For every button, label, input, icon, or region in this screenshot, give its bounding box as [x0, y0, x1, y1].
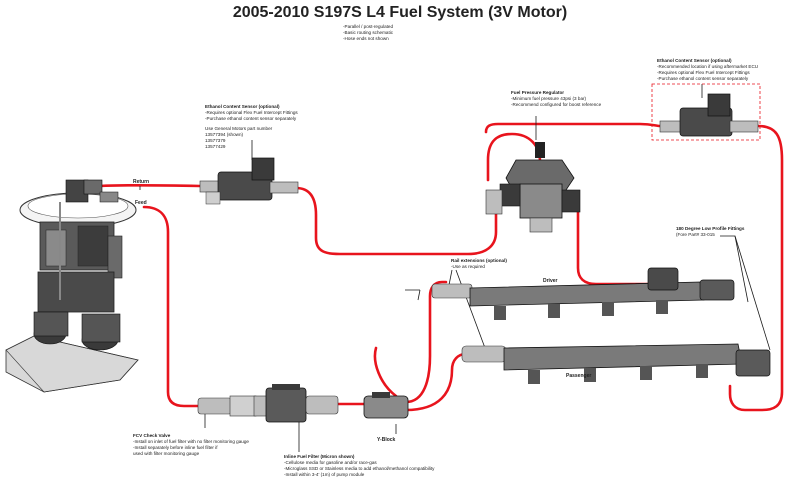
- label-feed: Feed: [135, 200, 147, 206]
- callout-ethanol-sensor-left: Ethanol Content Sensor (optional) -Requi…: [205, 104, 298, 149]
- callout-rail-extensions: Rail extensions (optional) -Use as requi…: [451, 258, 507, 269]
- callout-fuel-filter: Inline Fuel Filter (Micron shown) -Cellu…: [284, 454, 435, 477]
- return-line-to-sensor: [98, 183, 202, 188]
- callout-check-valve: FCV Check Valve -Install on inlet of fue…: [133, 433, 249, 456]
- yblock-to-passenger-rail: [404, 352, 468, 412]
- regulator-down-to-driver-rail: [576, 203, 650, 286]
- return-line-sensor-to-regulator: [294, 186, 498, 256]
- label-return: Return: [133, 179, 150, 185]
- y-block: [363, 392, 409, 419]
- callout-fittings: 180 Degree Low Profile Fittings (Fore Pa…: [676, 226, 745, 237]
- callout-ethanol-sensor-right: Ethanol Content Sensor (optional) -Recom…: [657, 58, 759, 81]
- label-passenger-rail: Passenger: [566, 373, 592, 379]
- fuel-pressure-regulator: [485, 142, 581, 233]
- optional-sensor-highlight: [651, 83, 761, 141]
- callout-regulator: Fuel Pressure Regulator -Minimum fuel pr…: [511, 90, 602, 107]
- feed-line-main: [142, 205, 202, 408]
- ethanol-sensor-right: [659, 93, 759, 137]
- driver-fuel-rail: [431, 267, 735, 320]
- y-return-loop: [373, 346, 398, 398]
- regulator-to-upper-sensor: [484, 122, 662, 134]
- label-driver-rail: Driver: [543, 278, 558, 284]
- diagram-title: 2005-2010 S197S L4 Fuel System (3V Motor…: [232, 4, 568, 21]
- fuel-pump-module: [5, 179, 139, 393]
- inline-fuel-filter: [253, 384, 339, 423]
- yblock-to-driver-rail: [404, 280, 448, 404]
- label-y-block: Y-Block: [377, 437, 396, 443]
- upper-sensor-to-rail-return: [728, 124, 784, 412]
- ethanol-sensor-left: [199, 157, 299, 205]
- passenger-fuel-rail: [461, 343, 771, 384]
- header-notes: -Parallel / post-regulated -Basic routin…: [343, 24, 394, 41]
- fuel-lines: [98, 122, 784, 412]
- fcv-check-valve: [197, 395, 257, 417]
